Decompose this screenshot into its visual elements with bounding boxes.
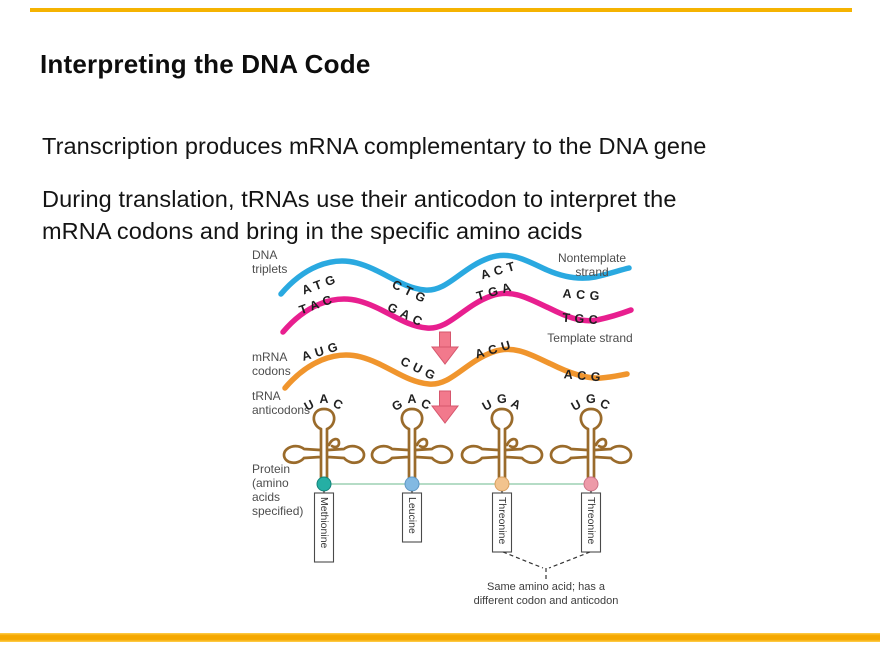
amino-acid-label: Threonine [585,497,597,544]
anticodon-group-1: U A C [302,392,345,414]
amino-acid-dot-threonine-2 [583,476,599,492]
dna-triplet: TGA [475,279,517,303]
label-nontemplate-line1: Nontemplate [558,251,626,265]
template-strand [280,290,634,335]
anticodon-letter: A [509,396,523,413]
amino-acid-label-box [313,492,335,563]
label-trna-line2: anticodons [252,403,310,417]
body-paragraph-2-line-2: mRNA codons and bring in the specific am… [42,218,583,244]
transcription-down-arrow-icon [431,331,459,365]
dna-translation-diagram: ATG CTG ACT ACG TAC GAC TGA TGC AUG CUG … [252,248,634,607]
nontemplate-strand [278,252,632,297]
anticodon-letter: C [331,396,345,413]
anticodon-letter: G [390,397,405,414]
anticodon-letter: A [319,392,329,406]
anticodon-letter: U [480,397,495,414]
anticodon-letter: G [586,392,596,406]
anticodon-letter: C [598,396,612,413]
page-title-text: Interpreting the DNA Code [40,49,371,79]
label-mrna-line2: codons [252,364,291,378]
amino-acid-label: Threonine [496,497,508,544]
translation-down-arrow-icon [431,390,459,424]
label-protein-line2: (amino [252,476,289,490]
dna-triplet: ACG [562,287,604,304]
mrna-strand [282,346,630,391]
trna-structure [460,407,544,483]
anticodon-group-4: U G C [569,392,612,414]
annotation-dashed-line [502,551,591,580]
amino-acid-dot-threonine-1 [494,476,510,492]
amino-acid-dot-methionine [316,476,332,492]
label-trna-line1: tRNA [252,389,281,403]
label-mrna-line1: mRNA [252,350,287,364]
body-paragraph-2-line-1: During translation, tRNAs use their anti… [42,186,677,212]
bottom-accent-bar [0,633,880,642]
trna-structure [549,407,633,483]
amino-acid-label-box [401,492,423,543]
annotation-note-line2: different codon and anticodon [474,595,619,607]
label-nontemplate-line2: strand [575,265,608,279]
anticodon-group-3: U G A [480,392,523,414]
anticodon-letter: A [407,392,417,406]
anticodon-letter: G [497,392,507,406]
label-dna-line2: triplets [252,262,287,276]
mrna-codon: ACU [473,337,516,362]
annotation-note-line1: Same amino acid; has a [487,581,606,593]
trna-structure [282,407,366,483]
anticodon-letter: U [569,397,584,414]
mrna-codon: ACG [563,367,605,385]
amino-acid-label-box [491,492,513,553]
label-protein-line3: acids [252,490,280,504]
amino-acid-label: Methionine [318,497,330,549]
amino-acid-label-box [580,492,602,553]
body-paragraph-1: Transcription produces mRNA complementar… [42,133,707,159]
dna-triplet: TGC [562,311,603,328]
label-template-strand: Template strand [547,331,632,345]
label-protein-line1: Protein [252,462,290,476]
label-protein-line4: specified) [252,504,303,518]
anticodon-letter: C [419,396,433,413]
page-title: Interpreting the DNA Code [40,49,370,80]
top-accent-bar [30,8,852,12]
amino-acid-dot-leucine [404,476,420,492]
label-dna-line1: DNA [252,248,277,262]
trna-structure [370,407,454,483]
amino-acid-label: Leucine [406,497,418,534]
anticodon-group-2: G A C [390,392,433,414]
